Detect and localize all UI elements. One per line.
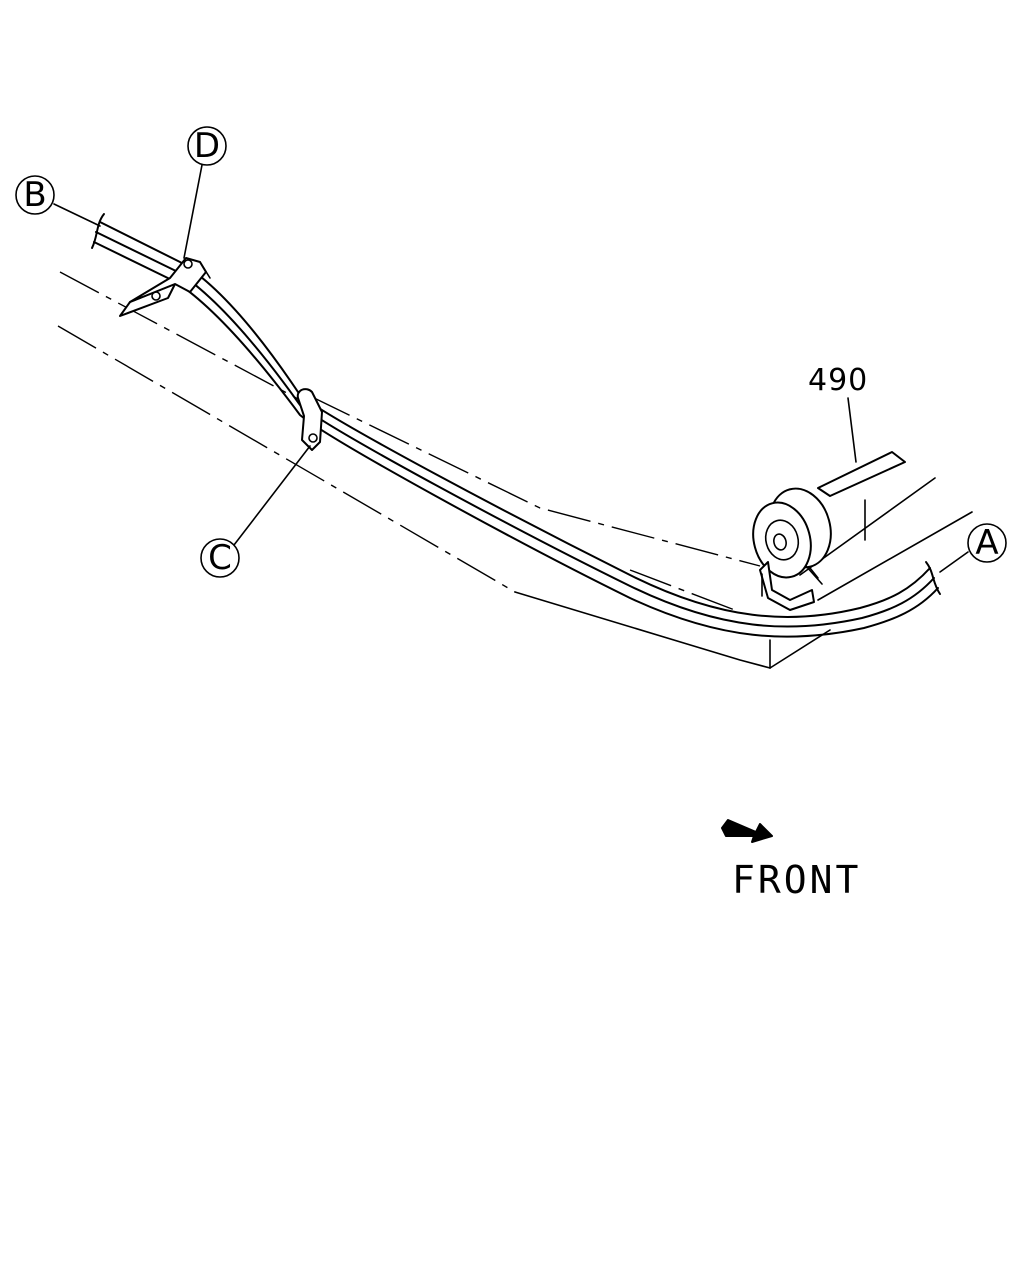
- grommet-assembly: [752, 487, 832, 611]
- frame-outline: [57, 271, 973, 669]
- callout-c: C: [200, 445, 311, 578]
- callout-a: A: [939, 523, 1007, 573]
- part-number-label: 490: [808, 363, 868, 398]
- callout-c-label: C: [208, 538, 232, 578]
- front-indicator: FRONT: [721, 819, 861, 902]
- pipe-bundle: [91, 213, 941, 638]
- callout-b: B: [15, 175, 101, 227]
- callout-a-label: A: [975, 523, 998, 563]
- front-arrow-icon: [721, 819, 773, 843]
- callout-b-label: B: [23, 175, 46, 215]
- clip-c: [296, 388, 323, 451]
- callout-d-label: D: [194, 126, 220, 166]
- callout-d: D: [183, 126, 227, 259]
- front-label: FRONT: [732, 858, 861, 902]
- bracket-d: [119, 257, 211, 317]
- part-490-callout: 490: [808, 363, 906, 541]
